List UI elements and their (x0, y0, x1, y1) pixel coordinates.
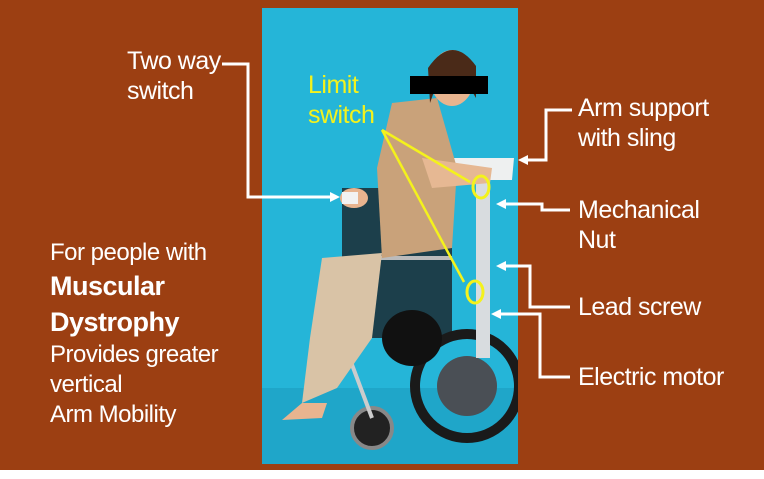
lead-screw-arrowhead (496, 261, 506, 271)
mechanical-nut-label: Mechanical Nut (578, 195, 699, 255)
description-line1: For people with (50, 238, 218, 268)
lead-screw-label: Lead screw (578, 292, 701, 322)
electric-motor-leader (500, 314, 570, 377)
two-way-switch-label-line2: switch (127, 76, 221, 106)
arm-support-label-line2: with sling (578, 123, 709, 153)
mechanical-nut-label-line1: Mechanical (578, 195, 699, 225)
description-line5: vertical (50, 370, 218, 400)
electric-motor-label: Electric motor (578, 362, 724, 392)
mechanical-nut-label-line2: Nut (578, 225, 699, 255)
arm-support-leader (528, 110, 572, 160)
two-way-switch-arrowhead (330, 192, 340, 202)
limit-switch-label-line2: switch (308, 100, 374, 130)
two-way-switch-label-line1: Two way (127, 46, 221, 76)
lower-limit-switch-circle (467, 281, 483, 303)
lead-screw-leader (505, 266, 570, 307)
arm-support-arrowhead (518, 155, 528, 165)
electric-motor-arrowhead (491, 309, 501, 319)
description-line6: Arm Mobility (50, 400, 218, 430)
description-line3: Dystrophy (50, 304, 218, 340)
description-line2: Muscular (50, 268, 218, 304)
description-block: For people with Muscular Dystrophy Provi… (50, 238, 218, 430)
arm-support-label-line1: Arm support (578, 93, 709, 123)
limit-switch-label: Limit switch (308, 70, 374, 130)
description-line4: Provides greater (50, 340, 218, 370)
two-way-switch-label: Two way switch (127, 46, 221, 106)
limit-switch-label-line1: Limit (308, 70, 374, 100)
mechanical-nut-leader (505, 204, 570, 210)
upper-limit-switch-circle (473, 176, 489, 198)
arm-support-label: Arm support with sling (578, 93, 709, 153)
mechanical-nut-arrowhead (496, 199, 506, 209)
